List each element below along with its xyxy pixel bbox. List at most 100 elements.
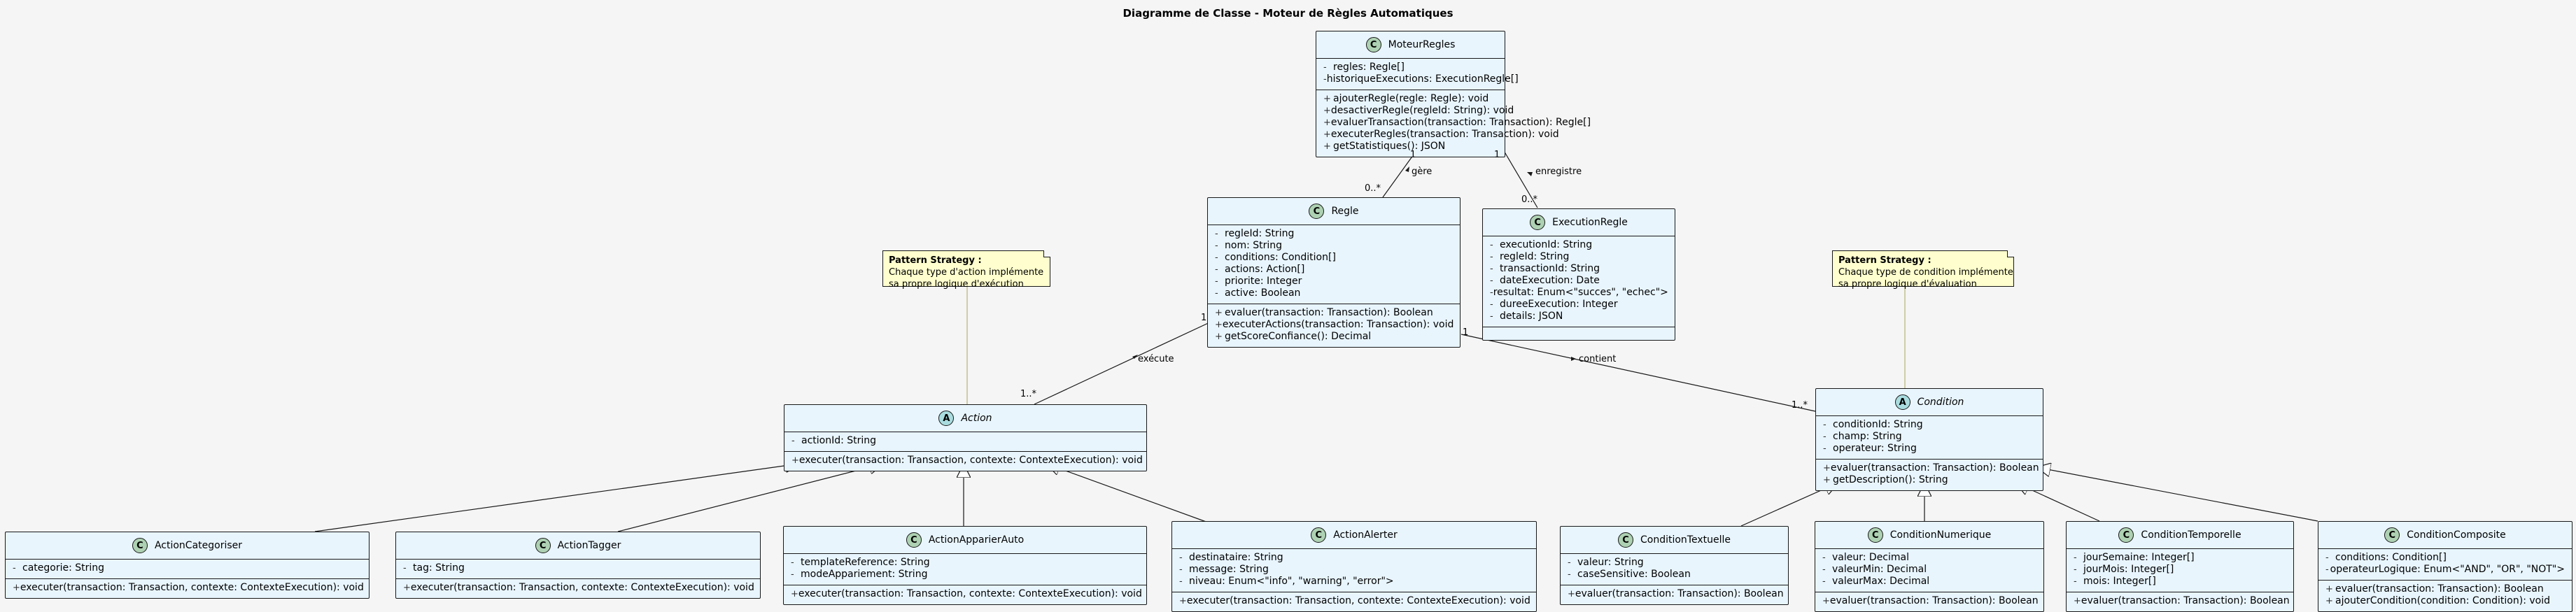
- class-icon: C: [1867, 527, 1883, 543]
- visibility-marker: +: [1323, 118, 1331, 128]
- attribute: -details: JSON: [1490, 311, 1668, 322]
- gen-condcomp: [2036, 467, 2318, 522]
- mult-enregistre-dst: 0..*: [1521, 194, 1538, 205]
- class-icon: C: [1311, 527, 1327, 543]
- member-text: message: String: [1189, 564, 1269, 575]
- visibility-marker: -: [1215, 288, 1218, 299]
- visibility-marker: -: [1568, 569, 1571, 580]
- visibility-marker: +: [13, 583, 20, 593]
- abstract-class-icon: A: [938, 411, 955, 426]
- class-icon: C: [1617, 532, 1633, 548]
- attribute: -conditionId: String: [1823, 419, 2036, 431]
- attribute: -operateur: String: [1823, 443, 2036, 455]
- attribute: -transactionId: String: [1490, 263, 1668, 275]
- member-text: ajouterCondition(condition: Condition): …: [2335, 595, 2550, 606]
- member-text: valeurMax: Decimal: [1832, 576, 1930, 587]
- note-line: Chaque type de condition implémente: [1838, 267, 2013, 278]
- member-text: jourMois: Integer[]: [2083, 564, 2174, 575]
- member-text: mois: Integer[]: [2083, 576, 2156, 587]
- method: +evaluer(transaction: Transaction): Bool…: [1823, 462, 2039, 474]
- attribute: -regleId: String: [1215, 228, 1453, 240]
- attribute: -niveau: Enum<"info", "warning", "error"…: [1179, 576, 1529, 588]
- member-text: executer(transaction: Transaction, conte…: [20, 582, 364, 593]
- member-text: executer(transaction: Transaction, conte…: [410, 582, 754, 593]
- member-text: niveau: Enum<"info", "warning", "error">: [1189, 576, 1394, 587]
- methods-section: +evaluer(transaction: Transaction): Bool…: [2318, 580, 2572, 611]
- visibility-marker: -: [1490, 276, 1493, 286]
- visibility-marker: +: [1215, 332, 1223, 342]
- visibility-marker: +: [791, 455, 799, 466]
- member-text: nom: String: [1225, 240, 1283, 251]
- method: +evaluer(transaction: Transaction): Bool…: [1215, 307, 1453, 319]
- member-text: executerRegles(transaction: Transaction)…: [1330, 129, 1559, 140]
- member-text: executer(transaction: Transaction, conte…: [798, 588, 1142, 599]
- visibility-marker: -: [1215, 229, 1218, 239]
- member-text: getDescription(): String: [1833, 474, 1948, 485]
- visibility-marker: +: [2074, 596, 2081, 606]
- member-text: evaluer(transaction: Transaction): Boole…: [2081, 595, 2290, 606]
- class-name: ConditionNumerique: [1889, 529, 1992, 541]
- member-text: resultat: Enum<"succes", "echec">: [1493, 287, 1668, 298]
- member-text: details: JSON: [1500, 311, 1563, 322]
- member-text: evaluerTransaction(transaction: Transact…: [1330, 117, 1591, 128]
- visibility-marker: -: [1215, 264, 1218, 275]
- visibility-marker: +: [2325, 584, 2333, 595]
- method: +executer(transaction: Transaction, cont…: [791, 455, 1143, 467]
- mult-enregistre-src: 1: [1494, 150, 1500, 160]
- methods-section: +executer(transaction: Transaction, cont…: [6, 578, 369, 598]
- class-name: ActionTagger: [557, 540, 621, 551]
- arrow-contient: [1571, 357, 1576, 361]
- attributes-section: -conditions: Condition[]-operateurLogiqu…: [2318, 548, 2572, 580]
- label-contient: contient: [1579, 354, 1617, 364]
- class-name: Action: [961, 413, 992, 424]
- visibility-marker: -: [1490, 287, 1493, 298]
- visibility-marker: -: [1215, 241, 1218, 251]
- note-bold: Pattern Strategy :: [889, 255, 982, 266]
- class-name: MoteurRegles: [1388, 39, 1456, 50]
- visibility-marker: -: [2074, 553, 2077, 563]
- label-gere: gère: [1412, 166, 1433, 177]
- method: +ajouterRegle(regle: Regle): void: [1323, 93, 1498, 105]
- member-text: jourSemaine: Integer[]: [2083, 552, 2195, 563]
- attribute: -operateurLogique: Enum<"AND", "OR", "NO…: [2325, 564, 2565, 576]
- member-text: tag: String: [413, 562, 465, 574]
- attribute: -valeur: String: [1568, 557, 1781, 569]
- arrow-gere: [1405, 166, 1409, 172]
- class-icon: C: [2118, 527, 2134, 543]
- methods-section: +ajouterRegle(regle: Regle): void+desact…: [1316, 90, 1591, 157]
- methods-section: +executer(transaction: Transaction, cont…: [1172, 592, 1536, 611]
- method: +getScoreConfiance(): Decimal: [1215, 331, 1453, 343]
- visibility-marker: +: [791, 589, 798, 599]
- note-bold: Pattern Strategy :: [1838, 255, 1931, 266]
- member-text: historiqueExecutions: ExecutionRegle[]: [1326, 73, 1519, 85]
- arrow-execute: [1132, 355, 1138, 359]
- method: +ajouterCondition(condition: Condition):…: [2325, 595, 2565, 607]
- attribute: -modeAppariement: String: [791, 569, 1139, 581]
- mult-execute-src: 1: [1201, 313, 1207, 323]
- methods-section: +evaluer(transaction: Transaction): Bool…: [2067, 592, 2293, 611]
- mult-contient-src: 1: [1463, 327, 1469, 338]
- methods-section: [1483, 327, 1675, 340]
- class-header: C ConditionNumerique: [1815, 522, 2043, 548]
- attribute: -jourSemaine: Integer[]: [2074, 552, 2286, 564]
- method: +executer(transaction: Transaction, cont…: [403, 582, 754, 594]
- method: +getDescription(): String: [1823, 474, 2036, 486]
- member-text: dateExecution: Date: [1500, 275, 1600, 286]
- methods-section: +executer(transaction: Transaction, cont…: [784, 585, 1146, 604]
